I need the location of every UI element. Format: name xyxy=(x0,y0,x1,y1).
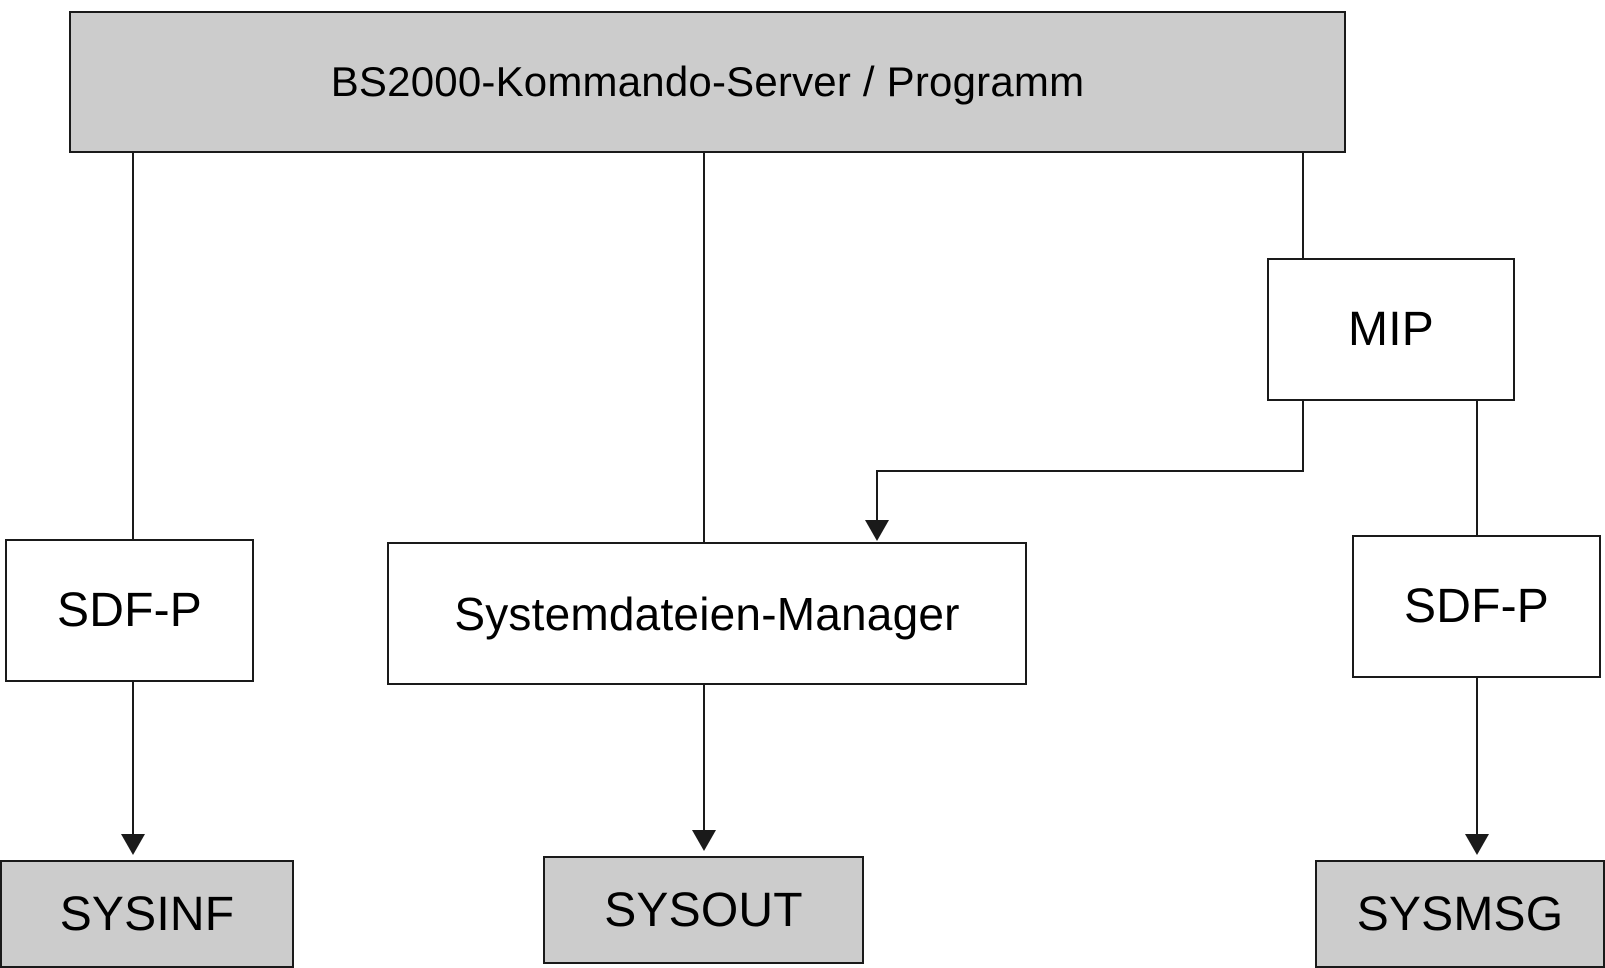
mip-label: MIP xyxy=(1348,303,1434,356)
arrowhead-sysout xyxy=(692,830,716,851)
arrowhead-sysinf xyxy=(121,834,145,855)
mip-box: MIP xyxy=(1267,258,1515,401)
sysmsg-box: SYSMSG xyxy=(1315,860,1605,968)
arrowhead-sysmsg xyxy=(1465,834,1489,855)
arrowhead-file-manager xyxy=(865,520,889,541)
sdfp-right-box: SDF-P xyxy=(1352,535,1601,678)
sysinf-box: SYSINF xyxy=(0,860,294,968)
sdfp-left-box: SDF-P xyxy=(5,539,254,682)
sdfp-right-label: SDF-P xyxy=(1404,580,1549,633)
file-manager-label: Systemdateien-Manager xyxy=(454,587,960,640)
command-server-box: BS2000-Kommando-Server / Programm xyxy=(69,11,1346,153)
sysmsg-label: SYSMSG xyxy=(1356,887,1564,941)
file-manager-box: Systemdateien-Manager xyxy=(387,542,1027,685)
sdfp-left-label: SDF-P xyxy=(57,584,202,637)
command-server-label: BS2000-Kommando-Server / Programm xyxy=(330,58,1085,105)
sysinf-label: SYSINF xyxy=(59,887,235,941)
sysout-box: SYSOUT xyxy=(543,856,864,964)
edge-mip-to-file-manager xyxy=(876,400,1304,520)
sysout-label: SYSOUT xyxy=(604,883,803,937)
